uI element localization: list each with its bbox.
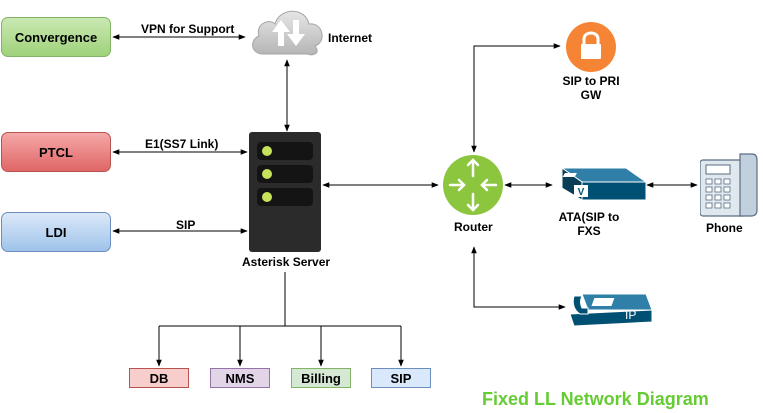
- convergence-box: Convergence: [1, 17, 111, 57]
- ata-letter: V: [578, 187, 585, 198]
- billing-box: Billing: [291, 368, 351, 388]
- billing-label: Billing: [301, 370, 341, 386]
- server-label: Asterisk Server: [242, 255, 331, 269]
- desk-phone-icon: [700, 153, 758, 217]
- ptcl-label: PTCL: [39, 144, 73, 160]
- nms-box: NMS: [210, 368, 270, 388]
- router-ipphone-line: [471, 246, 566, 310]
- db-box: DB: [129, 368, 189, 388]
- ip-badge: IP: [625, 308, 636, 322]
- convergence-label: Convergence: [14, 29, 98, 45]
- db-label: DB: [149, 370, 169, 386]
- sip-pri-label-line2: GW: [580, 88, 602, 102]
- ldi-box: LDI: [1, 212, 111, 252]
- vpn-link-label: VPN for Support: [141, 22, 235, 36]
- diagram-title: Fixed LL Network Diagram: [482, 389, 709, 409]
- sip-link-label: SIP: [176, 218, 196, 232]
- sip-box: SIP: [371, 368, 431, 388]
- nms-label: NMS: [225, 370, 255, 386]
- server-rack-icon: [249, 132, 321, 252]
- router-label: Router: [454, 220, 493, 234]
- ldi-label: LDI: [45, 224, 67, 240]
- lock-icon: [566, 22, 616, 72]
- sip-pri-label-line1: SIP to PRI: [562, 74, 620, 88]
- sip-pri-label: SIP to PRI GW: [551, 74, 631, 102]
- cloud-upload-download-icon: [252, 10, 323, 56]
- ata-label-line2: FXS: [577, 224, 601, 238]
- ata-label-line1: ATA(SIP to: [558, 210, 620, 224]
- e1-link-label: E1(SS7 Link): [145, 137, 219, 151]
- ata-label: ATA(SIP to FXS: [547, 210, 631, 238]
- internet-label: Internet: [328, 31, 373, 45]
- ptcl-box: PTCL: [1, 132, 111, 172]
- ip-phone-icon: IP: [569, 293, 652, 327]
- router-gw-line: [471, 43, 561, 153]
- router-icon: [443, 155, 503, 215]
- sip-label: SIP: [390, 370, 412, 386]
- phone-label: Phone: [706, 221, 743, 235]
- ata-device-icon: V: [560, 167, 646, 201]
